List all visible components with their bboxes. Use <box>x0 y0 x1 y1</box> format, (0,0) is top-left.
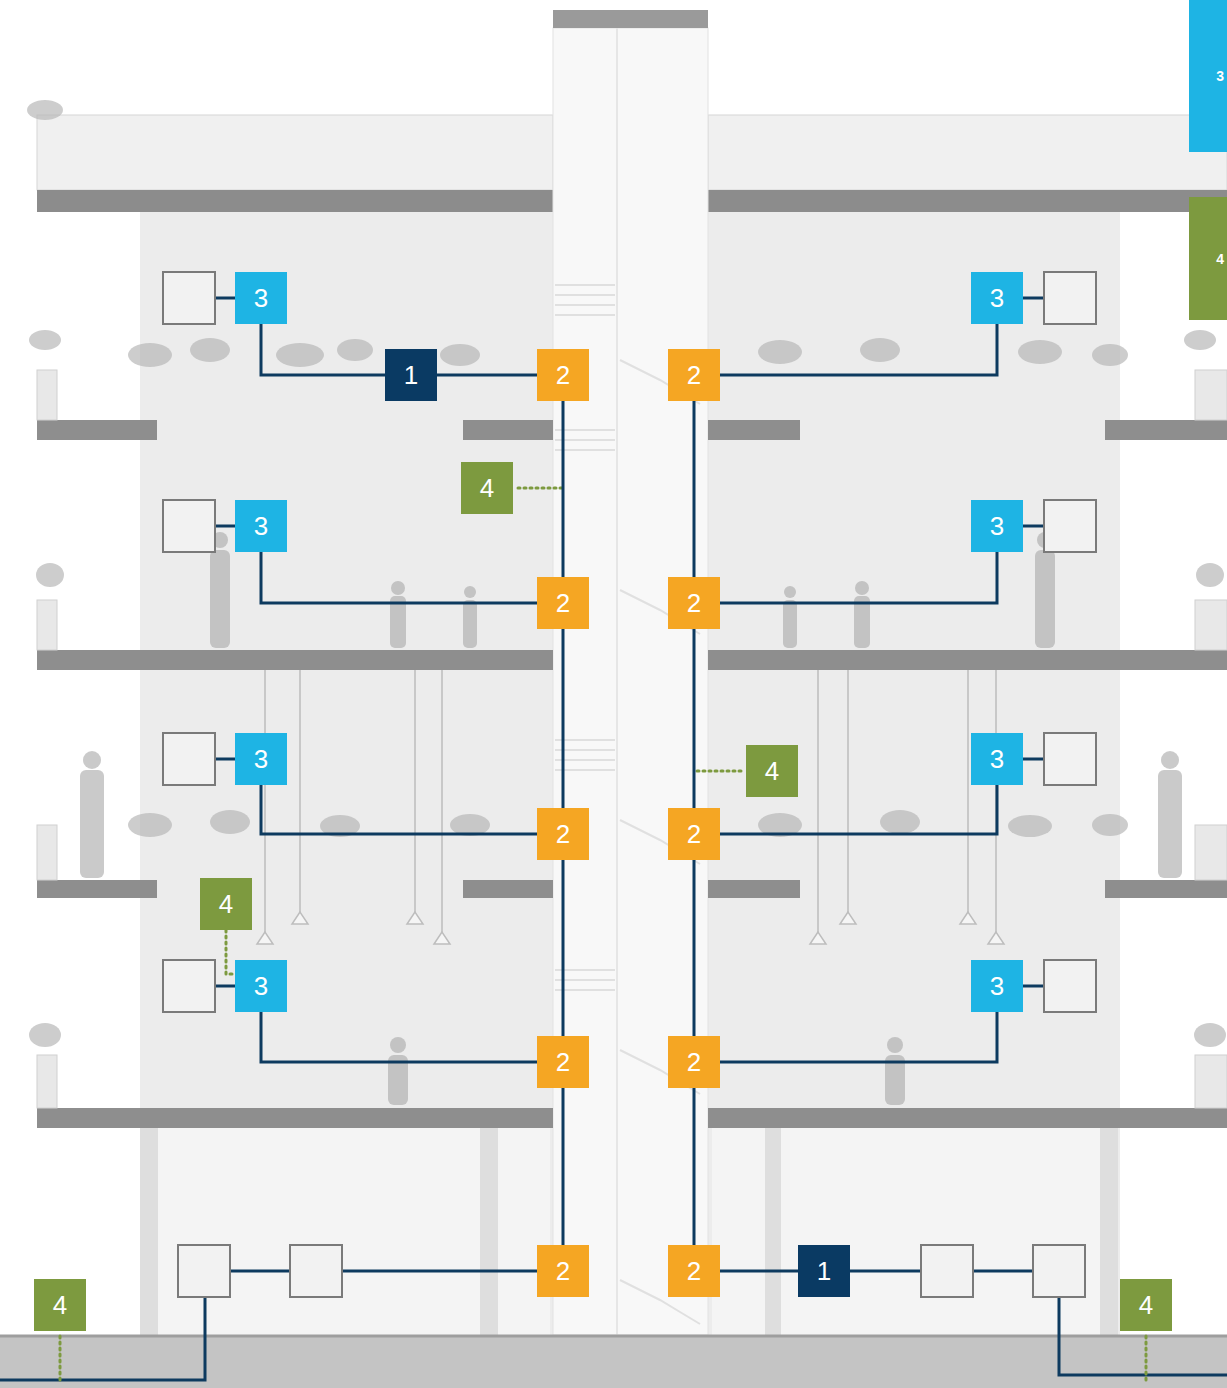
unit-box: 3 <box>235 960 287 1012</box>
riser-box: 2 <box>537 1036 589 1088</box>
cable-line <box>261 552 537 603</box>
roof-parapet <box>37 115 553 190</box>
callout-number: 4 <box>53 1292 67 1318</box>
callout-number: 2 <box>556 821 570 847</box>
cable-line <box>693 401 696 577</box>
cable-line <box>720 1012 997 1062</box>
riser-box: 2 <box>668 1036 720 1088</box>
callout-number: 2 <box>687 1049 701 1075</box>
unit-box: 3 <box>971 500 1023 552</box>
callout-number: 2 <box>556 362 570 388</box>
stair-treads <box>555 285 700 1324</box>
unit-box: 3 <box>971 733 1023 785</box>
riser-box: 2 <box>537 577 589 629</box>
leader-line <box>226 930 235 974</box>
legend-box: 4 <box>1189 197 1227 320</box>
riser-box: 2 <box>668 808 720 860</box>
callout-number: 3 <box>990 285 1004 311</box>
column <box>140 1128 1118 1335</box>
planter <box>27 100 1226 1047</box>
roof-slab <box>708 190 1227 212</box>
building-wing <box>140 205 553 1335</box>
device-wire <box>0 298 1227 1380</box>
balcony-rail <box>37 370 1227 1108</box>
riser-box: 2 <box>537 1245 589 1297</box>
riser-box: 2 <box>668 349 720 401</box>
callout-number: 2 <box>687 362 701 388</box>
callout-number: 2 <box>556 590 570 616</box>
callout-box: 4 <box>34 1279 86 1331</box>
riser-box: 2 <box>668 1245 720 1297</box>
cable-line <box>261 785 537 834</box>
riser-box: 2 <box>537 808 589 860</box>
cable-line <box>693 629 696 808</box>
callout-number: 1 <box>404 362 418 388</box>
stair-shaft <box>553 28 708 1335</box>
cable-line <box>693 860 696 1036</box>
ground-floor <box>150 1128 550 1335</box>
callout-box: 4 <box>200 878 252 930</box>
roof-parapet <box>708 115 1227 190</box>
cable-line <box>562 1088 565 1245</box>
riser-box: 2 <box>537 349 589 401</box>
device-box <box>163 272 1096 1297</box>
unit-box: 3 <box>971 272 1023 324</box>
meter-box: 1 <box>798 1245 850 1297</box>
callout-number: 4 <box>765 758 779 784</box>
cable-line <box>693 1088 696 1245</box>
unit-box: 3 <box>971 960 1023 1012</box>
ground-line <box>0 1335 1227 1338</box>
callout-number: 4 <box>1139 1292 1153 1318</box>
person <box>80 532 1182 1105</box>
callout-box: 4 <box>746 745 798 797</box>
cable-line <box>261 1012 537 1062</box>
shaft-cap <box>553 10 708 28</box>
building-wing <box>708 205 1120 1335</box>
cable-line <box>562 629 565 808</box>
cable-line <box>720 552 997 603</box>
cable-line <box>261 324 385 375</box>
callout-box: 4 <box>1120 1279 1172 1331</box>
callout-number: 2 <box>687 821 701 847</box>
callout-number: 4 <box>1216 252 1224 266</box>
unit-box: 3 <box>235 500 287 552</box>
floor-slab <box>37 420 1227 1128</box>
meter-box: 1 <box>385 349 437 401</box>
leader-line <box>60 488 1146 1380</box>
callout-number: 3 <box>254 285 268 311</box>
shaft-divider <box>616 28 618 1335</box>
callout-number: 1 <box>817 1258 831 1284</box>
unit-box: 3 <box>235 272 287 324</box>
callout-number: 3 <box>990 513 1004 539</box>
callout-number: 3 <box>254 513 268 539</box>
cable-line <box>720 324 997 375</box>
callout-number: 3 <box>990 746 1004 772</box>
cable-line <box>562 401 565 577</box>
riser-box: 2 <box>668 577 720 629</box>
callout-box: 4 <box>461 462 513 514</box>
callout-number: 3 <box>1216 69 1224 83</box>
callout-number: 3 <box>990 973 1004 999</box>
legend-box: 3 <box>1189 0 1227 152</box>
unit-box: 3 <box>235 733 287 785</box>
ground-floor <box>712 1128 1112 1335</box>
callout-number: 2 <box>556 1049 570 1075</box>
callout-number: 3 <box>254 973 268 999</box>
callout-number: 3 <box>254 746 268 772</box>
callout-number: 2 <box>687 590 701 616</box>
cable-line <box>720 1270 798 1273</box>
cable-line <box>437 374 537 377</box>
callout-number: 2 <box>687 1258 701 1284</box>
callout-number: 4 <box>480 475 494 501</box>
callout-number: 4 <box>219 891 233 917</box>
callout-number: 2 <box>556 1258 570 1284</box>
cable-line <box>562 860 565 1036</box>
roof-slab <box>37 190 553 212</box>
pendant-lamp <box>257 670 1004 944</box>
